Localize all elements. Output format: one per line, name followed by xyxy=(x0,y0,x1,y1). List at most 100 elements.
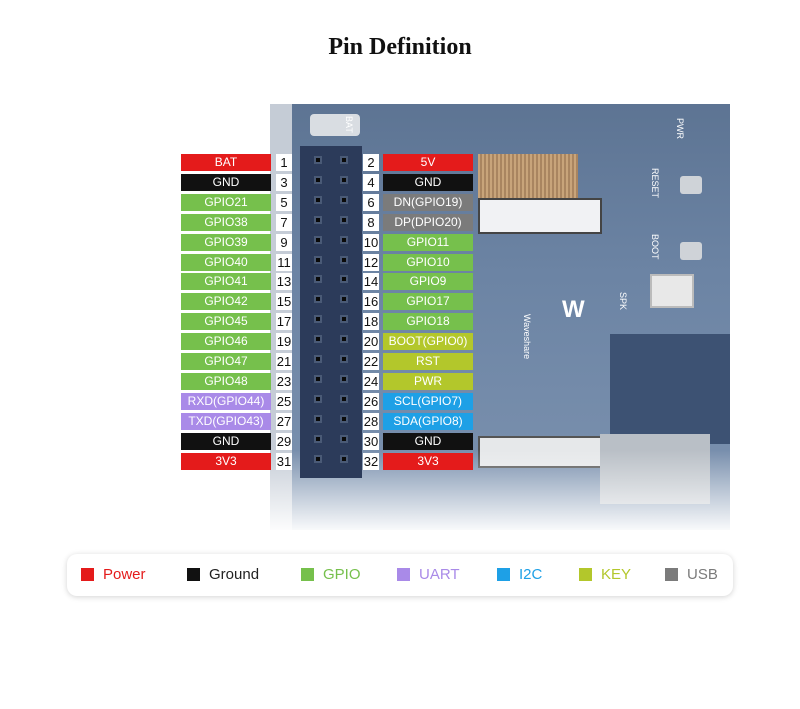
header-pin xyxy=(340,195,348,204)
header-pin xyxy=(340,275,348,284)
left-pin-label: TXD(GPIO43) xyxy=(181,412,271,430)
header-pin xyxy=(314,156,322,164)
right-pin-number: 16 xyxy=(363,293,379,311)
left-pin-number: 27 xyxy=(276,412,292,430)
header-pin xyxy=(340,335,348,344)
header-pin xyxy=(340,434,348,443)
right-pin-label: GPIO10 xyxy=(383,253,473,271)
left-pin-label: GPIO21 xyxy=(181,193,271,211)
right-pin-label: DN(GPIO19) xyxy=(383,193,473,211)
board-silk-pwr: PWR xyxy=(675,118,685,139)
board-silk-bat: BAT xyxy=(344,116,354,133)
left-pin-number: 11 xyxy=(276,253,292,271)
left-pin-label: GPIO48 xyxy=(181,372,271,390)
right-pin-label: GPIO9 xyxy=(383,273,473,291)
left-pin-number: 1 xyxy=(276,154,292,171)
right-pin-label: RST xyxy=(383,353,473,370)
left-pin-label: GPIO38 xyxy=(181,213,271,231)
legend-swatch xyxy=(187,568,200,581)
legend-swatch xyxy=(301,568,314,581)
header-pin xyxy=(340,315,348,324)
left-pin-label: GPIO40 xyxy=(181,253,271,271)
right-pin-number: 30 xyxy=(363,432,379,450)
waveshare-logo-icon: W xyxy=(562,296,585,323)
left-pin-label: RXD(GPIO44) xyxy=(181,392,271,410)
board-silk-brand: Waveshare xyxy=(522,314,532,360)
header-pin xyxy=(314,394,322,403)
header-pin xyxy=(314,295,322,304)
header-pin xyxy=(314,215,322,224)
legend-label: Power xyxy=(103,566,146,583)
left-pin-number: 23 xyxy=(276,372,292,390)
legend-swatch xyxy=(665,568,678,581)
left-pin-number: 25 xyxy=(276,392,292,410)
ribbon-connector xyxy=(478,154,578,198)
header-pin xyxy=(340,175,348,184)
right-pin-label: GPIO11 xyxy=(383,233,473,251)
legend-label: I2C xyxy=(519,566,543,583)
board-silk-boot: BOOT xyxy=(650,234,660,260)
right-pin-label: GPIO18 xyxy=(383,313,473,331)
left-pin-number: 31 xyxy=(276,452,292,470)
header-pin xyxy=(314,195,322,204)
left-pin-label: BAT xyxy=(181,154,271,171)
left-pin-number: 9 xyxy=(276,233,292,251)
header-pin xyxy=(314,255,322,264)
boot-button xyxy=(680,242,702,260)
board-silk-reset: RESET xyxy=(650,168,660,199)
left-pin-number: 17 xyxy=(276,313,292,331)
right-pin-number: 24 xyxy=(363,372,379,390)
right-pin-number: 2 xyxy=(363,154,379,171)
right-pin-number: 14 xyxy=(363,273,379,291)
legend-swatch xyxy=(397,568,410,581)
header-pin xyxy=(314,275,322,284)
left-pin-number: 5 xyxy=(276,193,292,211)
right-pin-number: 26 xyxy=(363,392,379,410)
header-pin xyxy=(314,315,322,324)
header-pin xyxy=(314,374,322,383)
left-pin-label: 3V3 xyxy=(181,452,271,470)
right-pin-number: 8 xyxy=(363,213,379,231)
right-pin-label: 3V3 xyxy=(383,452,473,470)
right-pin-label: BOOT(GPIO0) xyxy=(383,333,473,351)
left-pin-label: GPIO47 xyxy=(181,353,271,370)
usb-port xyxy=(310,114,360,136)
right-pin-label: GPIO17 xyxy=(383,293,473,311)
right-pin-number: 10 xyxy=(363,233,379,251)
left-pin-label: GPIO42 xyxy=(181,293,271,311)
legend-label: USB xyxy=(687,566,718,583)
right-pin-label: GND xyxy=(383,173,473,191)
right-pin-label: PWR xyxy=(383,372,473,390)
left-pin-label: GPIO46 xyxy=(181,333,271,351)
right-pin-number: 6 xyxy=(363,193,379,211)
legend-swatch xyxy=(497,568,510,581)
left-pin-number: 19 xyxy=(276,333,292,351)
header-pin xyxy=(314,335,322,344)
right-pin-number: 28 xyxy=(363,412,379,430)
right-pin-number: 4 xyxy=(363,173,379,191)
right-pin-number: 20 xyxy=(363,333,379,351)
header-pin xyxy=(314,235,322,244)
pin-header xyxy=(300,146,362,478)
right-pin-number: 18 xyxy=(363,313,379,331)
left-pin-label: GND xyxy=(181,432,271,450)
right-pin-label: SDA(GPIO8) xyxy=(383,412,473,430)
header-pin xyxy=(340,454,348,463)
left-pin-number: 3 xyxy=(276,173,292,191)
left-pin-label: GND xyxy=(181,173,271,191)
left-pin-number: 13 xyxy=(276,273,292,291)
header-pin xyxy=(340,235,348,244)
header-pin xyxy=(340,215,348,224)
header-pin xyxy=(340,295,348,304)
left-pin-label: GPIO45 xyxy=(181,313,271,331)
header-pin xyxy=(340,394,348,403)
lcd-panel xyxy=(610,334,730,444)
left-pin-number: 15 xyxy=(276,293,292,311)
page-title: Pin Definition xyxy=(328,34,472,60)
legend-label: Ground xyxy=(209,566,260,583)
header-pin xyxy=(314,454,322,463)
reset-button xyxy=(680,176,702,194)
left-pin-label: GPIO41 xyxy=(181,273,271,291)
right-pin-number: 32 xyxy=(363,452,379,470)
